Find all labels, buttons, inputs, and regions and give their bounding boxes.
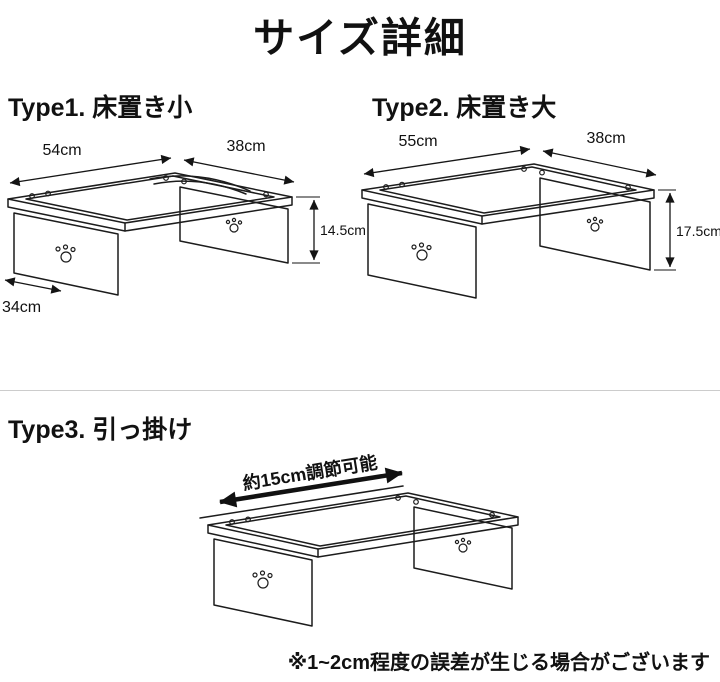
tabletop-thickness-left	[7, 198, 126, 232]
type2-dimensions: 55cm 38cm 17.5cm	[363, 130, 720, 271]
depth-dimension-label: 38cm	[586, 130, 625, 147]
type2-table-drawing	[361, 163, 655, 299]
height-dimension-label: 17.5cm	[676, 223, 720, 239]
type3-adjustment: 約15cm調節可能	[219, 451, 403, 508]
depth-dimension-arrow	[183, 157, 295, 185]
type2-diagram: 55cm 38cm 17.5cm	[361, 130, 720, 299]
tolerance-footnote: ※1~2cm程度の誤差が生じる場合がございます	[287, 652, 710, 674]
left-leg	[213, 538, 313, 627]
heading-type3: Type3. 引っ掛け	[8, 416, 193, 444]
depth-dimension-label: 38cm	[226, 138, 265, 155]
width-dimension-label: 55cm	[398, 133, 437, 150]
side-dimension-arrow	[4, 277, 62, 294]
depth-dimension-arrow	[542, 148, 657, 178]
right-leg	[179, 186, 289, 264]
left-leg	[367, 203, 477, 299]
width-dimension-arrow	[9, 154, 172, 187]
page-title: サイズ詳細	[253, 15, 467, 61]
type3-diagram: 約15cm調節可能	[199, 451, 519, 627]
width-dimension-arrow	[363, 145, 531, 178]
width-dimension-label: 54cm	[42, 142, 81, 159]
side-dimension-label: 34cm	[2, 299, 41, 316]
tabletop-thickness-right	[124, 196, 293, 232]
adjust-range-arrow	[219, 467, 403, 508]
type3-table-drawing	[199, 485, 519, 627]
heading-type1: Type1. 床置き小	[8, 94, 193, 122]
section-divider	[0, 390, 720, 391]
type1-dimensions: 54cm 38cm 14.5cm 34cm	[2, 138, 366, 316]
right-leg	[413, 506, 513, 590]
type1-diagram: 54cm 38cm 14.5cm 34cm	[2, 138, 366, 316]
paw-print-icon	[55, 217, 243, 263]
paw-print-icon	[252, 537, 472, 589]
tabletop-thickness-left	[207, 524, 319, 558]
right-leg	[539, 177, 651, 271]
heading-type2: Type2. 床置き大	[372, 94, 557, 122]
left-leg	[13, 212, 119, 296]
tabletop-thickness-left	[361, 189, 483, 225]
height-dimension-label: 14.5cm	[320, 222, 366, 238]
paw-print-icon	[411, 216, 604, 261]
tabletop-thickness-right	[317, 516, 519, 558]
type1-table-drawing	[7, 172, 293, 296]
tabletop-thickness-right	[481, 189, 655, 225]
